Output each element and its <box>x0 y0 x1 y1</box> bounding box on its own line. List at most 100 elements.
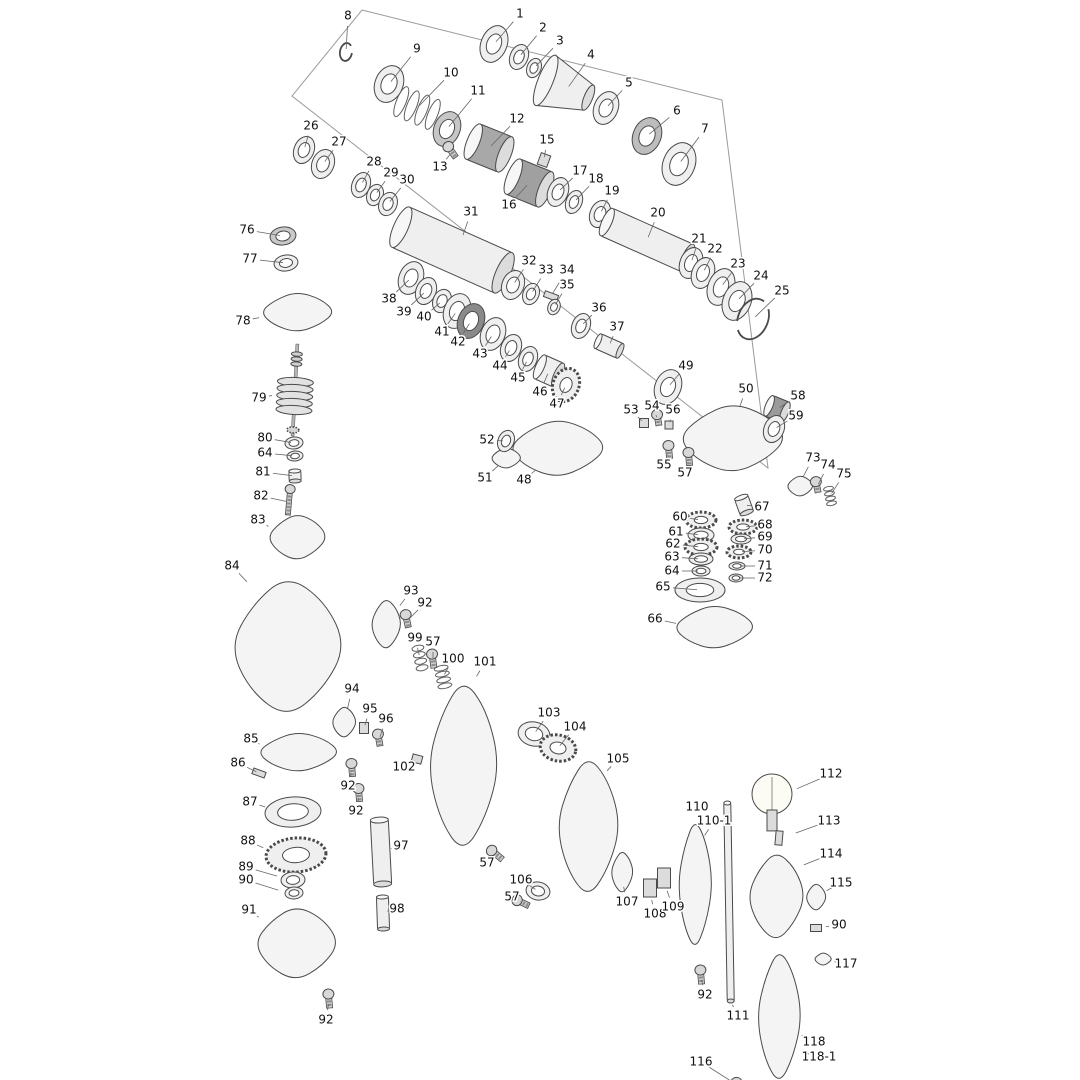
part-number-label: 59 <box>788 409 803 423</box>
part-number-label: 24 <box>753 269 768 283</box>
leader-line <box>606 766 612 772</box>
part-number-label: 97 <box>393 839 408 853</box>
leader-line <box>647 222 655 238</box>
leader-line <box>532 278 542 292</box>
leader-line <box>817 473 824 485</box>
part-54 <box>651 409 664 427</box>
part-92 <box>322 988 335 1009</box>
leader-line <box>776 420 788 428</box>
leader-line <box>535 720 544 732</box>
part-number-label: 53 <box>623 403 638 417</box>
part-118 <box>758 954 801 1079</box>
part-number-label: 35 <box>559 278 574 292</box>
part-73 <box>787 475 813 497</box>
leader-line <box>448 98 472 127</box>
part-number-label: 113 <box>818 814 841 828</box>
part-number-label: 47 <box>549 397 564 411</box>
leader-lines-layer <box>238 21 839 1080</box>
part-3 <box>526 57 542 79</box>
part-number-label: 106 <box>510 873 533 887</box>
leader-line <box>555 293 563 305</box>
leader-line <box>238 572 248 583</box>
leader-line <box>327 1003 329 1011</box>
leader-line <box>637 416 643 422</box>
part-number-label: 69 <box>757 530 772 544</box>
part-92 <box>345 758 358 778</box>
leader-line <box>272 472 293 477</box>
leader-line <box>803 466 809 477</box>
part-76 <box>269 226 297 246</box>
part-90 <box>284 886 304 900</box>
part-number-label: 17 <box>572 164 587 178</box>
part-number-label: 92 <box>417 596 432 610</box>
leader-line <box>801 1035 806 1038</box>
part-number-label: 4 <box>587 48 595 62</box>
part-number-label: 34 <box>559 263 574 277</box>
leader-line <box>345 25 348 50</box>
leader-line <box>266 524 269 527</box>
leader-line <box>445 154 451 160</box>
leader-line <box>476 670 481 677</box>
part-114 <box>749 854 804 939</box>
part-86 <box>251 767 267 779</box>
leader-line <box>270 497 287 502</box>
leader-line <box>741 550 756 553</box>
part-64 <box>286 450 304 462</box>
leader-line <box>246 766 257 773</box>
part-number-label: 104 <box>564 720 587 734</box>
part-104 <box>538 733 578 763</box>
leader-line <box>485 336 492 346</box>
part-number-label: 31 <box>463 205 478 219</box>
leader-line <box>395 279 410 293</box>
leader-line <box>689 518 699 520</box>
part-number-label: 27 <box>331 135 346 149</box>
leader-line <box>709 1067 731 1080</box>
leader-line <box>801 1051 810 1055</box>
part-number-label: 78 <box>235 314 250 328</box>
part-7 <box>661 142 697 186</box>
part-number-label: 110-1 <box>697 814 732 828</box>
leader-line <box>444 667 449 675</box>
part-number-label: 13 <box>432 160 447 174</box>
leader-line <box>514 269 524 283</box>
part-37 <box>593 333 625 359</box>
leader-line <box>259 259 284 264</box>
part-number-label: 50 <box>738 382 753 396</box>
part-24 <box>721 281 753 321</box>
part-105 <box>558 761 619 892</box>
part-number-label: 56 <box>665 403 680 417</box>
leader-line <box>601 199 608 212</box>
part-27 <box>310 148 336 180</box>
part-number-label: 108 <box>644 907 667 921</box>
leader-line <box>364 718 368 726</box>
leader-line <box>418 79 445 107</box>
leader-line <box>685 532 699 536</box>
leader-line <box>831 482 839 494</box>
part-number-label: 88 <box>240 834 255 848</box>
leader-line <box>431 302 441 311</box>
leader-line <box>258 743 260 745</box>
leader-line <box>389 187 402 202</box>
leader-line <box>274 453 293 457</box>
leader-line <box>568 62 586 87</box>
part-68 <box>727 518 759 536</box>
part-number-label: 89 <box>238 860 253 874</box>
part-number-label: 73 <box>805 451 820 465</box>
part-number-label: 68 <box>757 518 772 532</box>
leader-line <box>515 184 528 198</box>
leader-line <box>259 804 266 808</box>
boundary-frame <box>291 9 769 470</box>
part-number-label: 57 <box>425 635 440 649</box>
leader-line <box>754 297 776 318</box>
part-number-label: 48 <box>516 473 531 487</box>
leader-line <box>462 221 469 236</box>
leader-line <box>779 400 790 408</box>
leader-line <box>390 56 412 82</box>
part-number-label: 81 <box>255 465 270 479</box>
part-number-label: 92 <box>697 988 712 1002</box>
part-109 <box>657 867 671 889</box>
part-number-label: 79 <box>251 391 266 405</box>
part-number-label: 65 <box>655 580 670 594</box>
part-number-label: 76 <box>239 223 254 237</box>
